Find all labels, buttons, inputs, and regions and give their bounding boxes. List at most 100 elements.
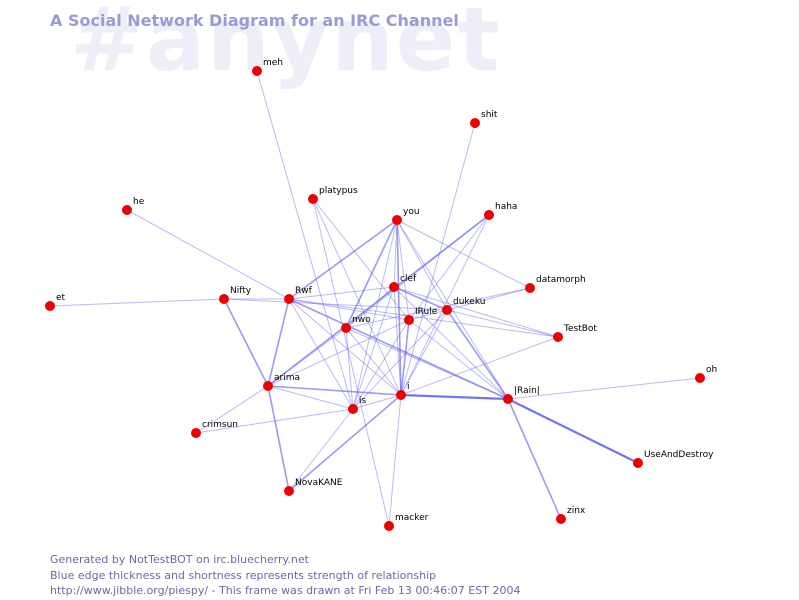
edge-platypus-macker	[312, 198, 390, 527]
node-label: he	[133, 197, 145, 207]
node-label: et	[56, 293, 66, 303]
node-label: arima	[274, 373, 300, 383]
node-Nifty: Nifty	[219, 286, 252, 304]
edge-dukeku-IRule	[408, 309, 448, 321]
node-marker	[341, 323, 351, 333]
edge-Rwf-arima	[267, 298, 290, 387]
node-label: nwo	[352, 315, 371, 325]
node-shit: shit	[470, 110, 498, 128]
edge-arima-is	[267, 385, 354, 410]
edge-TestBot-i	[400, 336, 559, 396]
edge-datamorph-dukeku	[446, 287, 531, 311]
edge-layer	[49, 70, 701, 527]
edge-haha-IRule	[408, 214, 490, 321]
node-IRule: IRule	[404, 307, 438, 325]
edge-you-Rain	[396, 219, 509, 400]
node-label: IRule	[415, 307, 438, 317]
node-marker	[348, 404, 358, 414]
edge-platypus-i	[312, 198, 402, 396]
node-marker	[122, 205, 132, 215]
node-datamorph: datamorph	[525, 275, 586, 293]
node-label: |Rain|	[514, 386, 540, 396]
edge-datamorph-nwo	[345, 287, 531, 329]
node-marker	[384, 521, 394, 531]
node-UseAndDestroy: UseAndDestroy	[633, 450, 714, 468]
edge-clef-TestBot	[393, 286, 559, 338]
edge-you-datamorph	[396, 219, 531, 289]
edge-Rwf-is	[288, 298, 354, 410]
node-marker	[470, 118, 480, 128]
node-crimsun: crimsun	[191, 420, 238, 438]
edge-meh-is	[256, 70, 354, 410]
node-marker	[284, 294, 294, 304]
edge-shit-i	[400, 122, 476, 396]
edge-IRule-arima	[267, 319, 410, 387]
node-i: i	[396, 382, 410, 400]
node-Rain: |Rain|	[503, 386, 540, 404]
edge-nwo-Rain	[345, 327, 509, 400]
edge-Rwf-i	[288, 298, 402, 396]
node-macker: macker	[384, 513, 429, 531]
edge-Rwf-IRule	[288, 298, 410, 321]
node-label: macker	[395, 513, 429, 523]
node-dukeku: dukeku	[442, 297, 485, 315]
node-marker	[219, 294, 229, 304]
edge-haha-nwo	[345, 214, 490, 329]
edge-dukeku-TestBot	[446, 309, 559, 338]
edge-clef-Rwf	[288, 286, 395, 300]
edge-is-NovaKANE	[288, 408, 354, 492]
node-marker	[503, 394, 513, 404]
node-meh: meh	[252, 58, 283, 76]
edge-you-is	[352, 219, 398, 410]
channel-watermark: #anynet	[70, 0, 502, 91]
edge-Rwf-TestBot	[288, 298, 559, 338]
edge-IRule-Rain	[408, 319, 509, 400]
edge-clef-Rain	[393, 286, 509, 400]
node-label: you	[403, 207, 420, 217]
node-label: meh	[263, 58, 283, 68]
edge-arima-crimsun	[195, 385, 269, 434]
edge-you-dukeku	[396, 219, 448, 311]
node-clef: clef	[389, 274, 417, 292]
edge-clef-is	[352, 286, 395, 410]
edge-nwo-i	[345, 327, 402, 396]
edge-Nifty-arima	[223, 298, 269, 387]
node-marker	[695, 373, 705, 383]
node-you: you	[392, 207, 420, 225]
edge-clef-nwo	[345, 286, 395, 329]
node-label: zinx	[567, 506, 586, 516]
node-marker	[392, 215, 402, 225]
node-label: oh	[706, 365, 717, 375]
node-NovaKANE: NovaKANE	[284, 478, 343, 496]
edge-et-Nifty	[49, 298, 225, 307]
node-haha: haha	[484, 202, 517, 220]
edge-i-is	[352, 394, 402, 410]
edge-Rain-oh	[507, 377, 701, 400]
node-oh: oh	[695, 365, 717, 383]
node-label: Rwf	[295, 286, 313, 296]
node-marker	[404, 315, 414, 325]
edge-arima-NovaKANE	[267, 385, 290, 492]
node-marker	[633, 458, 643, 468]
edge-dukeku-Rain	[446, 309, 509, 400]
edge-haha-arima	[267, 214, 490, 387]
node-nwo: nwo	[341, 315, 371, 333]
node-marker	[252, 66, 262, 76]
edge-you-Rwf	[288, 219, 398, 300]
footer-url-timestamp: http://www.jibble.org/piespy/ - This fra…	[50, 584, 521, 597]
node-arima: arima	[263, 373, 300, 391]
node-marker	[263, 381, 273, 391]
edge-i-NovaKANE	[288, 394, 402, 492]
node-et: et	[45, 293, 66, 311]
node-he: he	[122, 197, 145, 215]
node-label: shit	[481, 110, 498, 120]
node-label: datamorph	[536, 275, 586, 285]
edge-Rain-UseAndDestroy	[507, 398, 639, 464]
edge-is-crimsun	[195, 408, 354, 434]
footer-legend-note: Blue edge thickness and shortness repres…	[50, 569, 437, 582]
node-marker	[525, 283, 535, 293]
edge-clef-i	[393, 286, 402, 396]
edge-Rwf-Rain	[288, 298, 509, 400]
node-is: is	[348, 396, 367, 414]
node-label: i	[407, 382, 410, 392]
